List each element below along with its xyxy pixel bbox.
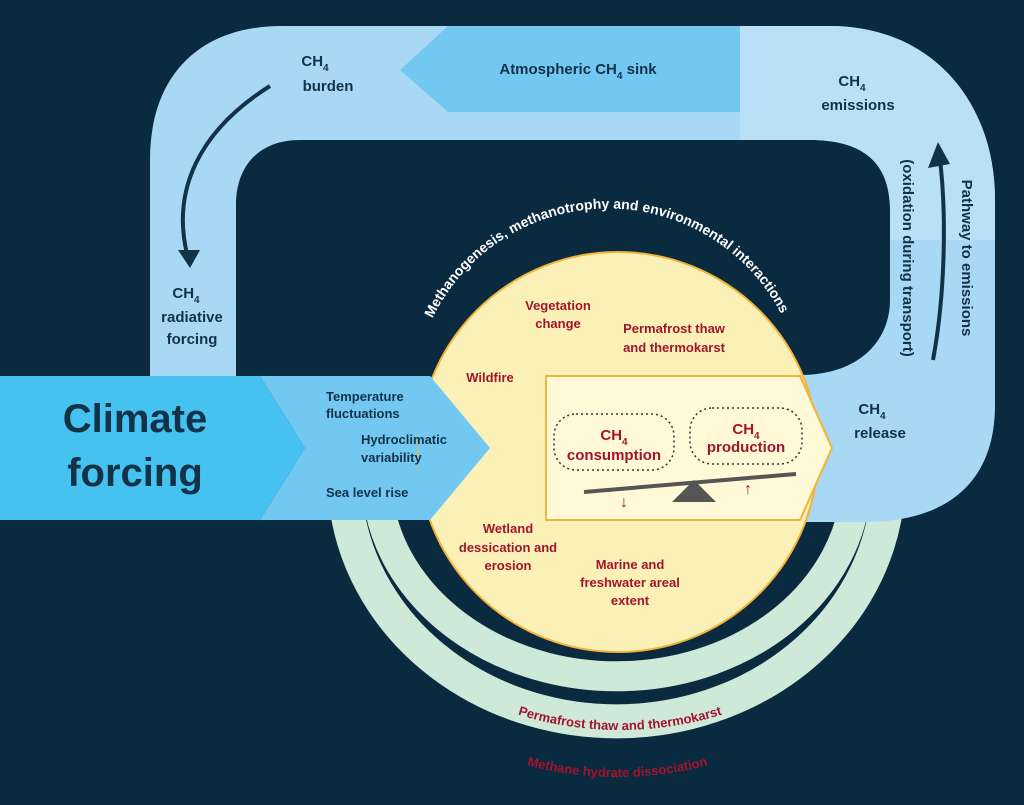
marine-line-2: freshwater areal (580, 575, 680, 590)
climate-forcing-line-2: forcing (67, 451, 203, 495)
emissions-band (740, 26, 995, 240)
seesaw-fulcrum (672, 480, 716, 502)
emissions-word: emissions (821, 97, 894, 114)
vegetation-line-1: Vegetation (525, 298, 591, 313)
hydroclimatic-line-2: variability (361, 450, 422, 465)
chevron-overlap (418, 376, 490, 520)
wetland-line-1: Wetland (483, 521, 533, 536)
seesaw-beam (583, 472, 797, 494)
burden-to-forcing-arrow (180, 84, 272, 259)
permafrost-line-2: and thermokarst (623, 340, 726, 355)
wetland-line-3: erosion (485, 558, 532, 573)
balance-box (545, 375, 834, 521)
release-word: release (854, 425, 906, 442)
wetland-line-2: dessication and (459, 540, 557, 555)
hydrate-arc (330, 488, 905, 739)
marine-line-1: Marine and (596, 557, 665, 572)
radiative-word-2: forcing (167, 331, 218, 348)
burden-label: CH4 (301, 53, 329, 74)
production-ch4: CH4 (732, 421, 760, 442)
radiative-word-1: radiative (161, 309, 223, 326)
production-up-arrow: ↑ (744, 481, 752, 498)
atmospheric-sink-label: Atmospheric CH4 sink (499, 61, 657, 82)
pathway-arrowhead (928, 142, 950, 168)
radiative-label: CH4 (172, 285, 200, 306)
hydroclimatic-line-1: Hydroclimatic (361, 432, 447, 447)
marine-line-3: extent (611, 593, 650, 608)
consumption-ch4: CH4 (600, 427, 628, 448)
pathway-line-2: (oxidation during transport) (899, 159, 916, 356)
atmospheric-sink-arrow (400, 26, 740, 112)
emissions-label: CH4 (838, 73, 866, 94)
burden-arrowhead (178, 250, 200, 268)
consumption-down-arrow: ↓ (620, 494, 628, 511)
release-label: CH4 (858, 401, 886, 422)
vegetation-line-2: change (535, 316, 581, 331)
temperature-line-1: Temperature (326, 389, 404, 404)
wildfire-label: Wildfire (466, 370, 514, 385)
permafrost-arc (365, 488, 871, 692)
consumption-word: consumption (567, 447, 661, 464)
climate-forcing-arrow (0, 376, 305, 520)
temperature-line-2: fluctuations (326, 406, 400, 421)
pathway-arrow (931, 159, 946, 361)
production-word: production (707, 439, 785, 456)
consumption-oval (553, 413, 675, 471)
permafrost-line-1: Permafrost thaw (623, 321, 726, 336)
climate-forcing-line-1: Climate (63, 397, 208, 441)
pathway-line-1: Pathway to emissions (958, 180, 975, 337)
sea-level-label: Sea level rise (326, 485, 408, 500)
burden-word: burden (303, 78, 354, 95)
